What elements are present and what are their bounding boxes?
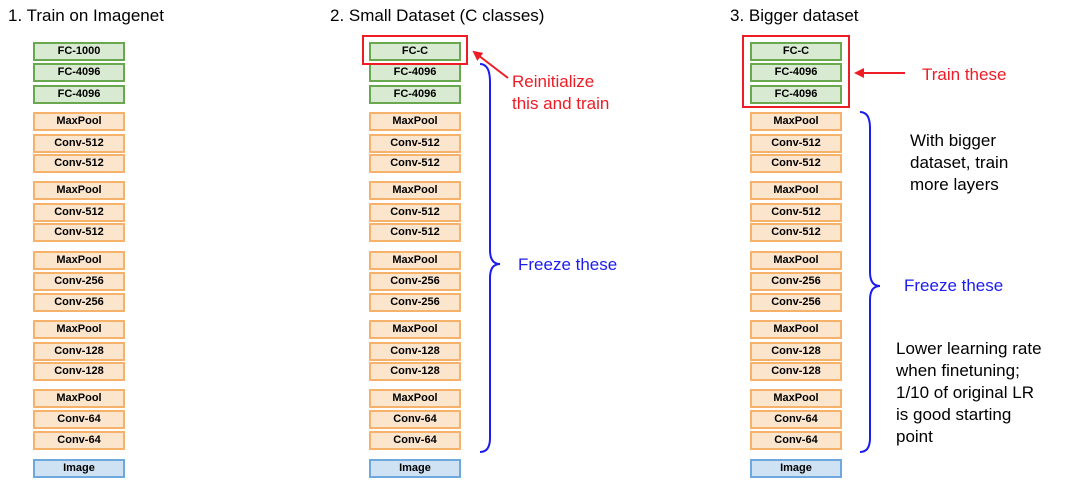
layer-conv-512: Conv-512 (33, 154, 125, 173)
layer-conv-256: Conv-256 (750, 293, 842, 312)
lr-text-line5: point (896, 427, 933, 446)
layer-conv-512: Conv-512 (33, 223, 125, 242)
layer-maxpool: MaxPool (369, 181, 461, 200)
layer-conv-512: Conv-512 (369, 223, 461, 242)
lr-text-line1: Lower learning rate (896, 339, 1042, 358)
layer-conv-128: Conv-128 (33, 362, 125, 381)
layer-conv-256: Conv-256 (369, 293, 461, 312)
bigger-text-line1: With bigger (910, 131, 996, 150)
layer-conv-64: Conv-64 (33, 431, 125, 450)
layer-conv-512: Conv-512 (750, 223, 842, 242)
layer-maxpool: MaxPool (750, 112, 842, 131)
layer-conv-64: Conv-64 (750, 410, 842, 429)
freeze-brace-bigger-dataset (859, 111, 881, 453)
layer-fc-c: FC-C (369, 42, 461, 61)
layer-conv-512: Conv-512 (750, 203, 842, 222)
lr-text-line2: when finetuning; (896, 361, 1020, 380)
layer-maxpool: MaxPool (750, 251, 842, 270)
column-title-small-dataset: 2. Small Dataset (C classes) (330, 6, 545, 25)
layer-fc-1000: FC-1000 (33, 42, 125, 61)
layer-conv-128: Conv-128 (750, 362, 842, 381)
column-title-bigger-dataset: 3. Bigger dataset (730, 6, 859, 25)
train-these-text: Train these (922, 65, 1007, 84)
layer-conv-512: Conv-512 (750, 134, 842, 153)
layer-maxpool: MaxPool (369, 112, 461, 131)
layer-maxpool: MaxPool (33, 112, 125, 131)
bigger-text-line2: dataset, train (910, 153, 1009, 172)
reinit-text-line1: Reinitialize (512, 72, 595, 91)
layer-fc-4096: FC-4096 (33, 85, 125, 104)
layer-fc-4096: FC-4096 (369, 85, 461, 104)
lr-text-line3: 1/10 of original LR (896, 383, 1034, 402)
reinit-text-line2: this and train (512, 94, 610, 113)
layer-conv-128: Conv-128 (369, 362, 461, 381)
layer-maxpool: MaxPool (33, 251, 125, 270)
layer-conv-256: Conv-256 (33, 293, 125, 312)
layer-conv-512: Conv-512 (33, 203, 125, 222)
layer-maxpool: MaxPool (369, 389, 461, 408)
freeze-text-bigger-dataset: Freeze these (904, 276, 1004, 295)
lr-text-line4: is good starting (896, 405, 1012, 424)
layer-image: Image (369, 459, 461, 478)
column-title-imagenet: 1. Train on Imagenet (8, 6, 164, 25)
layer-conv-64: Conv-64 (33, 410, 125, 429)
reinit-highlight-box (362, 35, 468, 65)
freeze-text-small-dataset: Freeze these (518, 255, 618, 274)
layer-conv-512: Conv-512 (33, 134, 125, 153)
layer-conv-128: Conv-128 (369, 342, 461, 361)
layer-conv-64: Conv-64 (750, 431, 842, 450)
reinit-arrow (472, 50, 509, 79)
layer-maxpool: MaxPool (750, 181, 842, 200)
layer-conv-64: Conv-64 (369, 431, 461, 450)
layer-conv-128: Conv-128 (33, 342, 125, 361)
layer-fc-4096: FC-4096 (750, 63, 842, 82)
layer-maxpool: MaxPool (369, 320, 461, 339)
layer-image: Image (33, 459, 125, 478)
layer-maxpool: MaxPool (33, 181, 125, 200)
layer-conv-512: Conv-512 (750, 154, 842, 173)
layer-maxpool: MaxPool (750, 320, 842, 339)
layer-conv-256: Conv-256 (33, 272, 125, 291)
layer-conv-256: Conv-256 (369, 272, 461, 291)
layer-conv-64: Conv-64 (369, 410, 461, 429)
layer-image: Image (750, 459, 842, 478)
layer-maxpool: MaxPool (33, 389, 125, 408)
layer-maxpool: MaxPool (750, 389, 842, 408)
layer-maxpool: MaxPool (369, 251, 461, 270)
layer-fc-4096: FC-4096 (33, 63, 125, 82)
layer-fc-4096: FC-4096 (750, 85, 842, 104)
layer-conv-256: Conv-256 (750, 272, 842, 291)
bigger-text-line3: more layers (910, 175, 999, 194)
freeze-brace-small-dataset (479, 63, 501, 453)
layer-conv-128: Conv-128 (750, 342, 842, 361)
layer-maxpool: MaxPool (33, 320, 125, 339)
layer-conv-512: Conv-512 (369, 134, 461, 153)
layer-conv-512: Conv-512 (369, 203, 461, 222)
layer-fc-c: FC-C (750, 42, 842, 61)
train-these-highlight-box (742, 35, 850, 108)
layer-conv-512: Conv-512 (369, 154, 461, 173)
